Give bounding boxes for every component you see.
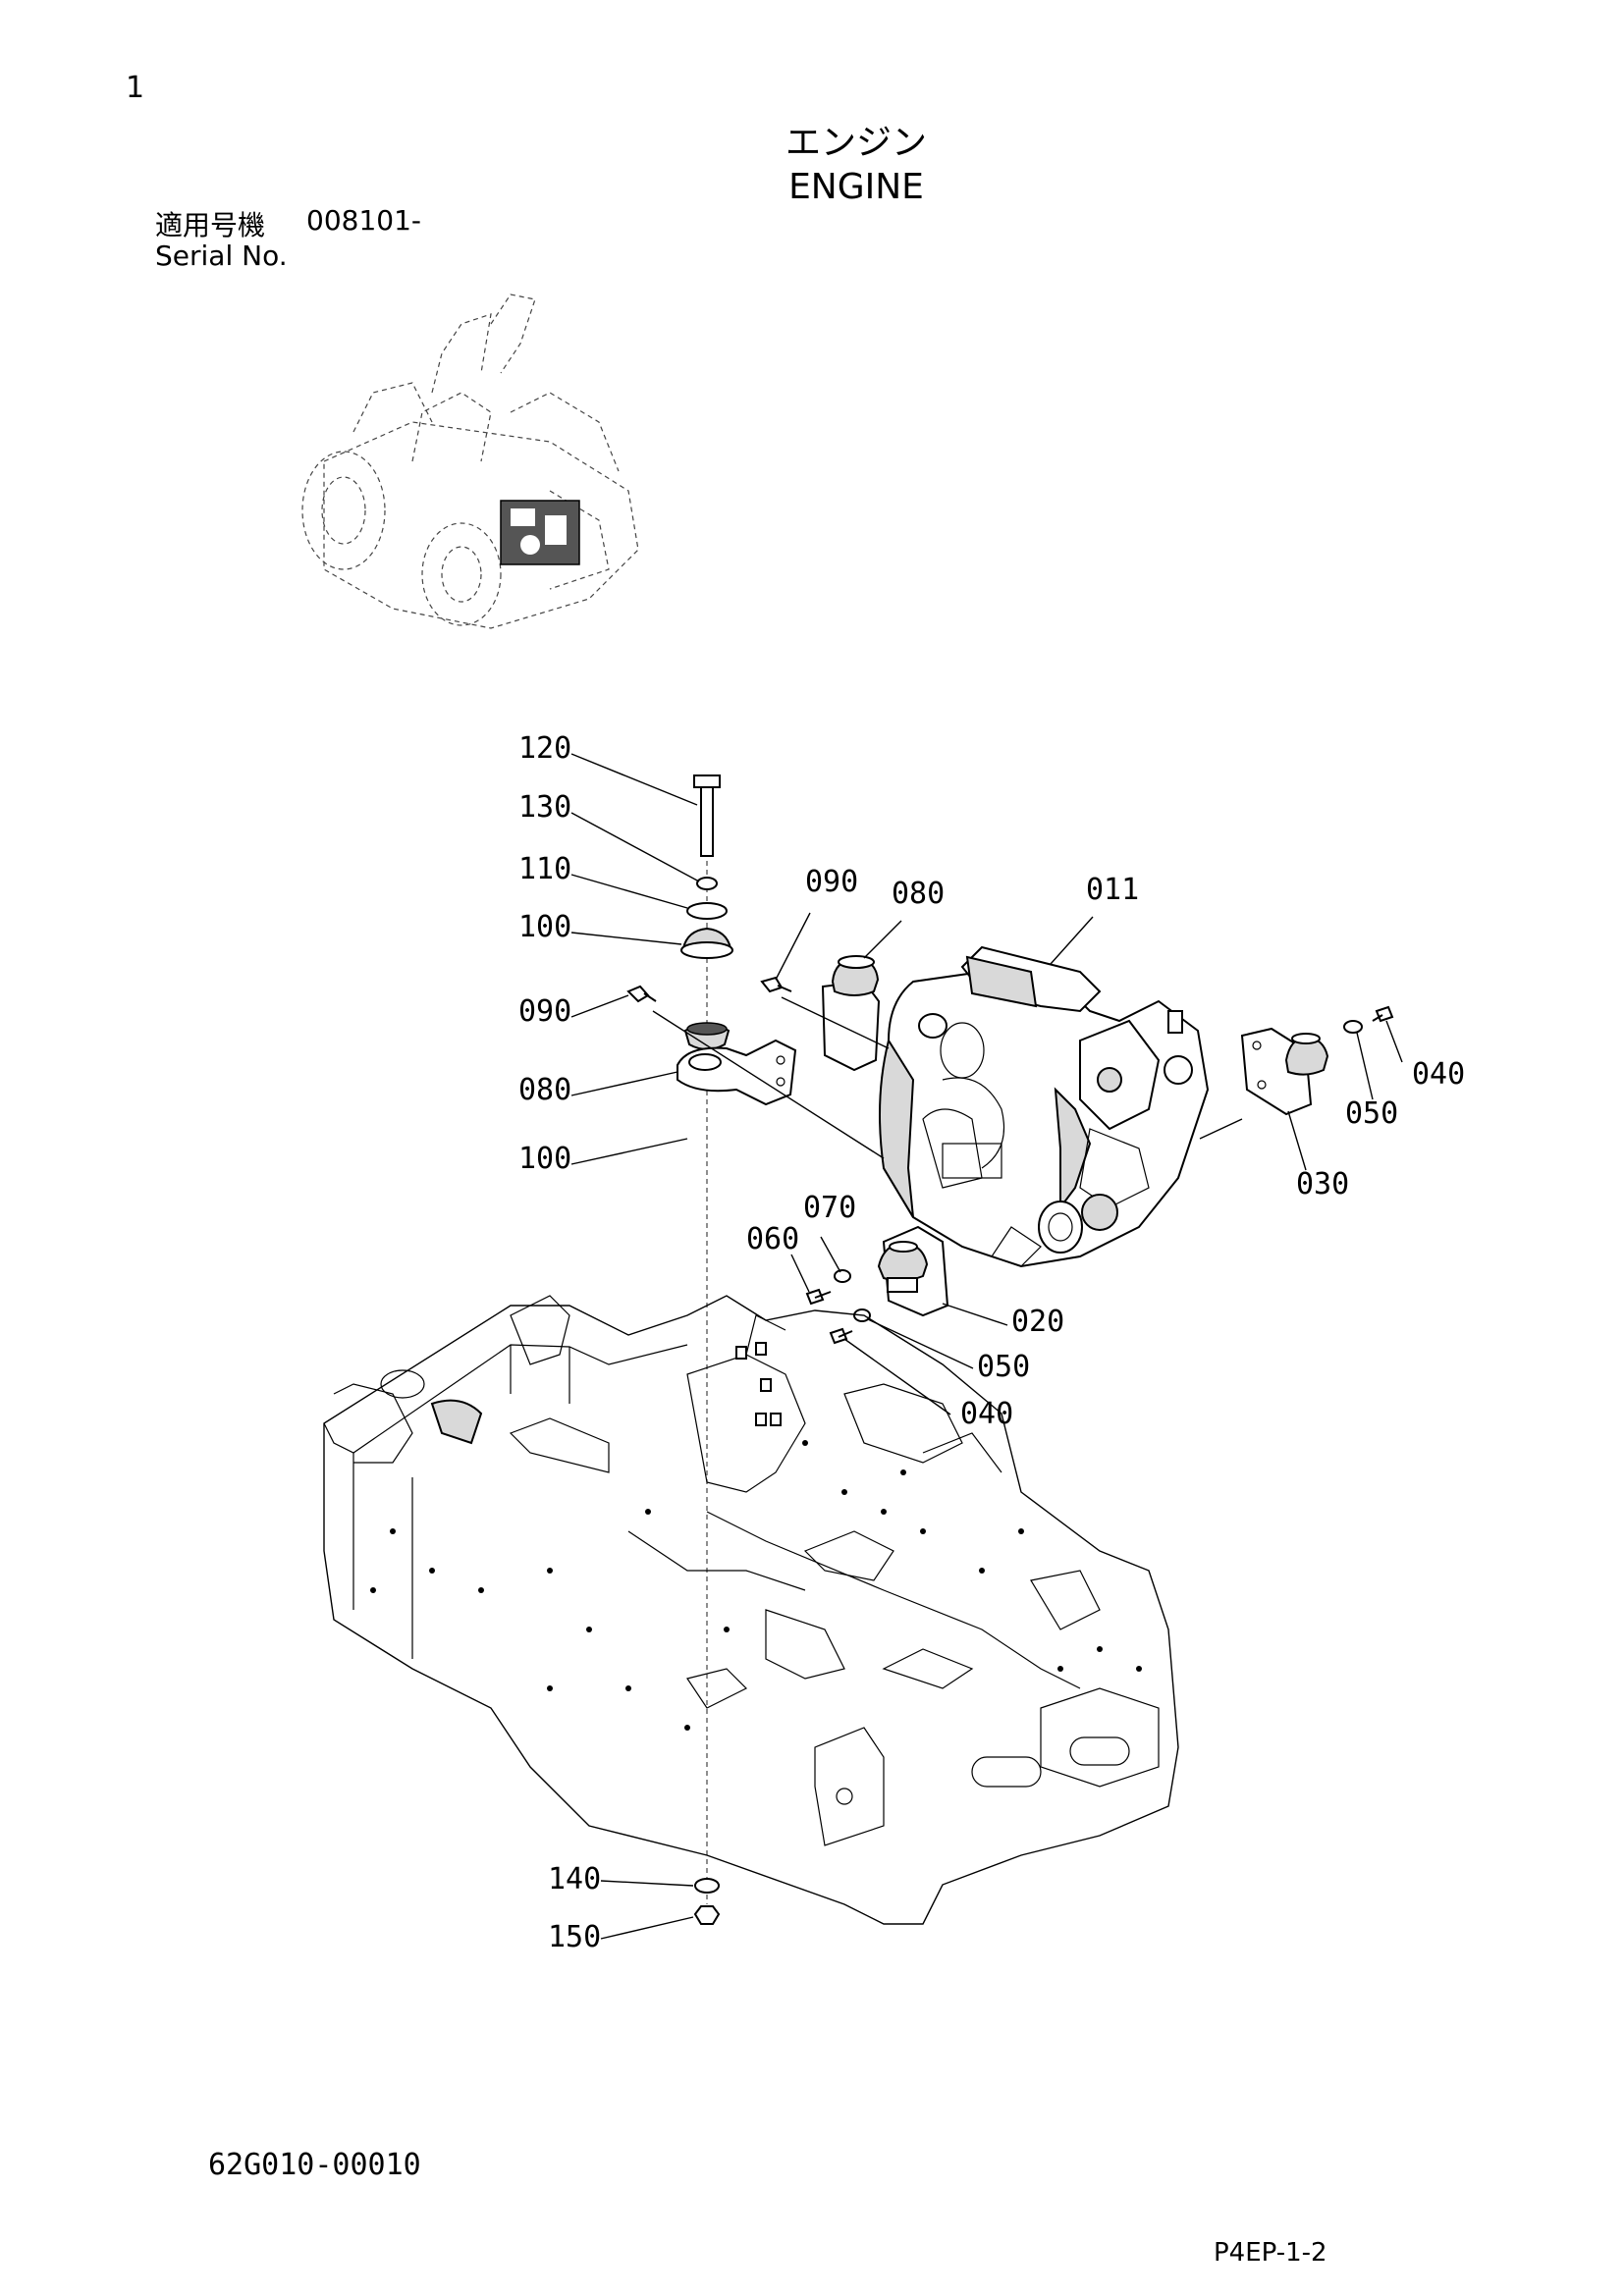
right-engine-bracket bbox=[1240, 1005, 1394, 1116]
upper-mount-stack bbox=[680, 774, 733, 1050]
rear-engine-bracket bbox=[760, 955, 881, 1072]
page-number: 1 bbox=[126, 71, 145, 105]
drawing-number: 62G010-00010 bbox=[208, 2148, 421, 2182]
callout-110: 110 bbox=[518, 852, 571, 886]
callout-020: 020 bbox=[1011, 1305, 1064, 1339]
callout-120: 120 bbox=[518, 731, 571, 766]
callout-labels: 120 130 110 100 090 080 100 090 080 011 … bbox=[518, 731, 1465, 1954]
callout-040-front: 040 bbox=[960, 1397, 1013, 1431]
callout-040-right: 040 bbox=[1412, 1057, 1465, 1092]
engine-assembly bbox=[879, 945, 1210, 1268]
callout-011: 011 bbox=[1086, 873, 1139, 907]
callout-090-left: 090 bbox=[518, 994, 571, 1029]
leader-lines bbox=[570, 753, 1403, 1940]
machine-frame bbox=[323, 1295, 1179, 1925]
title-japanese: エンジン bbox=[785, 123, 927, 163]
callout-140: 140 bbox=[548, 1862, 601, 1896]
serial-label-japanese: 適用号機 bbox=[155, 209, 266, 241]
title-english: ENGINE bbox=[788, 167, 924, 207]
front-lower-bracket bbox=[805, 1225, 949, 1345]
callout-050-right: 050 bbox=[1345, 1096, 1398, 1131]
callout-080-left: 080 bbox=[518, 1073, 571, 1107]
callout-030: 030 bbox=[1296, 1167, 1349, 1201]
lower-washer-nut bbox=[693, 1878, 721, 1925]
callout-070: 070 bbox=[803, 1191, 856, 1225]
left-engine-bracket bbox=[626, 985, 797, 1106]
page-code: P4EP-1-2 bbox=[1214, 2238, 1327, 2268]
serial-number-value: 008101- bbox=[306, 204, 421, 237]
callout-080-rear: 080 bbox=[892, 877, 945, 911]
callout-130: 130 bbox=[518, 790, 571, 825]
callout-090-rear: 090 bbox=[805, 865, 858, 899]
callout-100-upper: 100 bbox=[518, 910, 571, 944]
callout-060: 060 bbox=[746, 1222, 799, 1256]
callout-100-lower: 100 bbox=[518, 1142, 571, 1176]
serial-label-english: Serial No. bbox=[155, 240, 288, 272]
callout-050-front: 050 bbox=[977, 1350, 1030, 1384]
machine-location-thumbnail bbox=[301, 294, 639, 629]
callout-150: 150 bbox=[548, 1920, 601, 1954]
